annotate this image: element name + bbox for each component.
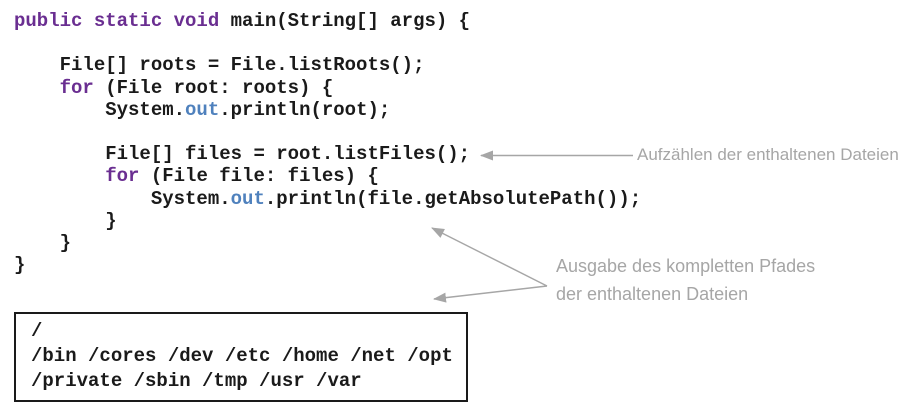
- code-line-blank: [14, 32, 641, 54]
- code-token: public static void: [14, 10, 231, 32]
- code-token: out: [230, 187, 265, 210]
- arrow-output-path-lower: [433, 285, 548, 303]
- code-token: File[] roots = File.listRoots();: [14, 54, 425, 77]
- code-token: [14, 165, 105, 187]
- annotation-enumerate-files: Aufzählen der enthaltenen Dateien: [637, 145, 899, 164]
- console-output-line: /bin /cores /dev /etc /home /net /opt: [31, 345, 453, 367]
- code-token: for: [59, 76, 94, 99]
- code-line: }: [14, 254, 641, 276]
- code-line: File[] files = root.listFiles();: [14, 143, 641, 165]
- annotation-output-path-line1: Ausgabe des kompletten Pfades: [556, 256, 816, 276]
- code-token: File[] files = root.listFiles();: [14, 143, 471, 166]
- code-token: System.: [14, 187, 231, 210]
- code-token: .println(root);: [219, 98, 391, 121]
- code-line: for (File root: roots) {: [14, 77, 641, 99]
- code-token: (File file: files) {: [139, 165, 379, 188]
- annotation-output-path-line2: der enthaltenen Dateien: [556, 284, 749, 304]
- code-line: File[] roots = File.listRoots();: [14, 54, 641, 76]
- code-line: for (File file: files) {: [14, 165, 641, 187]
- code-token: .println(file.getAbsolutePath());: [264, 187, 642, 210]
- code-line: System.out.println(root);: [14, 99, 641, 121]
- code-line: }: [14, 210, 641, 232]
- code-block: public static void main(String[] args) {…: [14, 10, 641, 276]
- code-token: }: [14, 254, 26, 277]
- code-token: main(String[] args) {: [230, 10, 471, 32]
- code-token: }: [14, 231, 72, 254]
- console-output-box: / /bin /cores /dev /etc /home /net /opt …: [14, 312, 468, 402]
- code-token: out: [185, 98, 220, 121]
- code-token: System.: [14, 98, 186, 121]
- code-line: System.out.println(file.getAbsolutePath(…: [14, 188, 641, 210]
- console-output-line: /: [31, 320, 43, 342]
- annotation-output-path: Ausgabe des kompletten Pfades der enthal…: [556, 252, 815, 308]
- code-line: public static void main(String[] args) {: [14, 10, 641, 32]
- console-output-line: /private /sbin /tmp /usr /var: [31, 370, 362, 392]
- code-token: (File root: roots) {: [93, 76, 334, 99]
- code-line: }: [14, 232, 641, 254]
- code-line-blank: [14, 121, 641, 143]
- code-token: for: [105, 165, 140, 188]
- code-token: }: [14, 209, 117, 232]
- code-token: [14, 77, 60, 99]
